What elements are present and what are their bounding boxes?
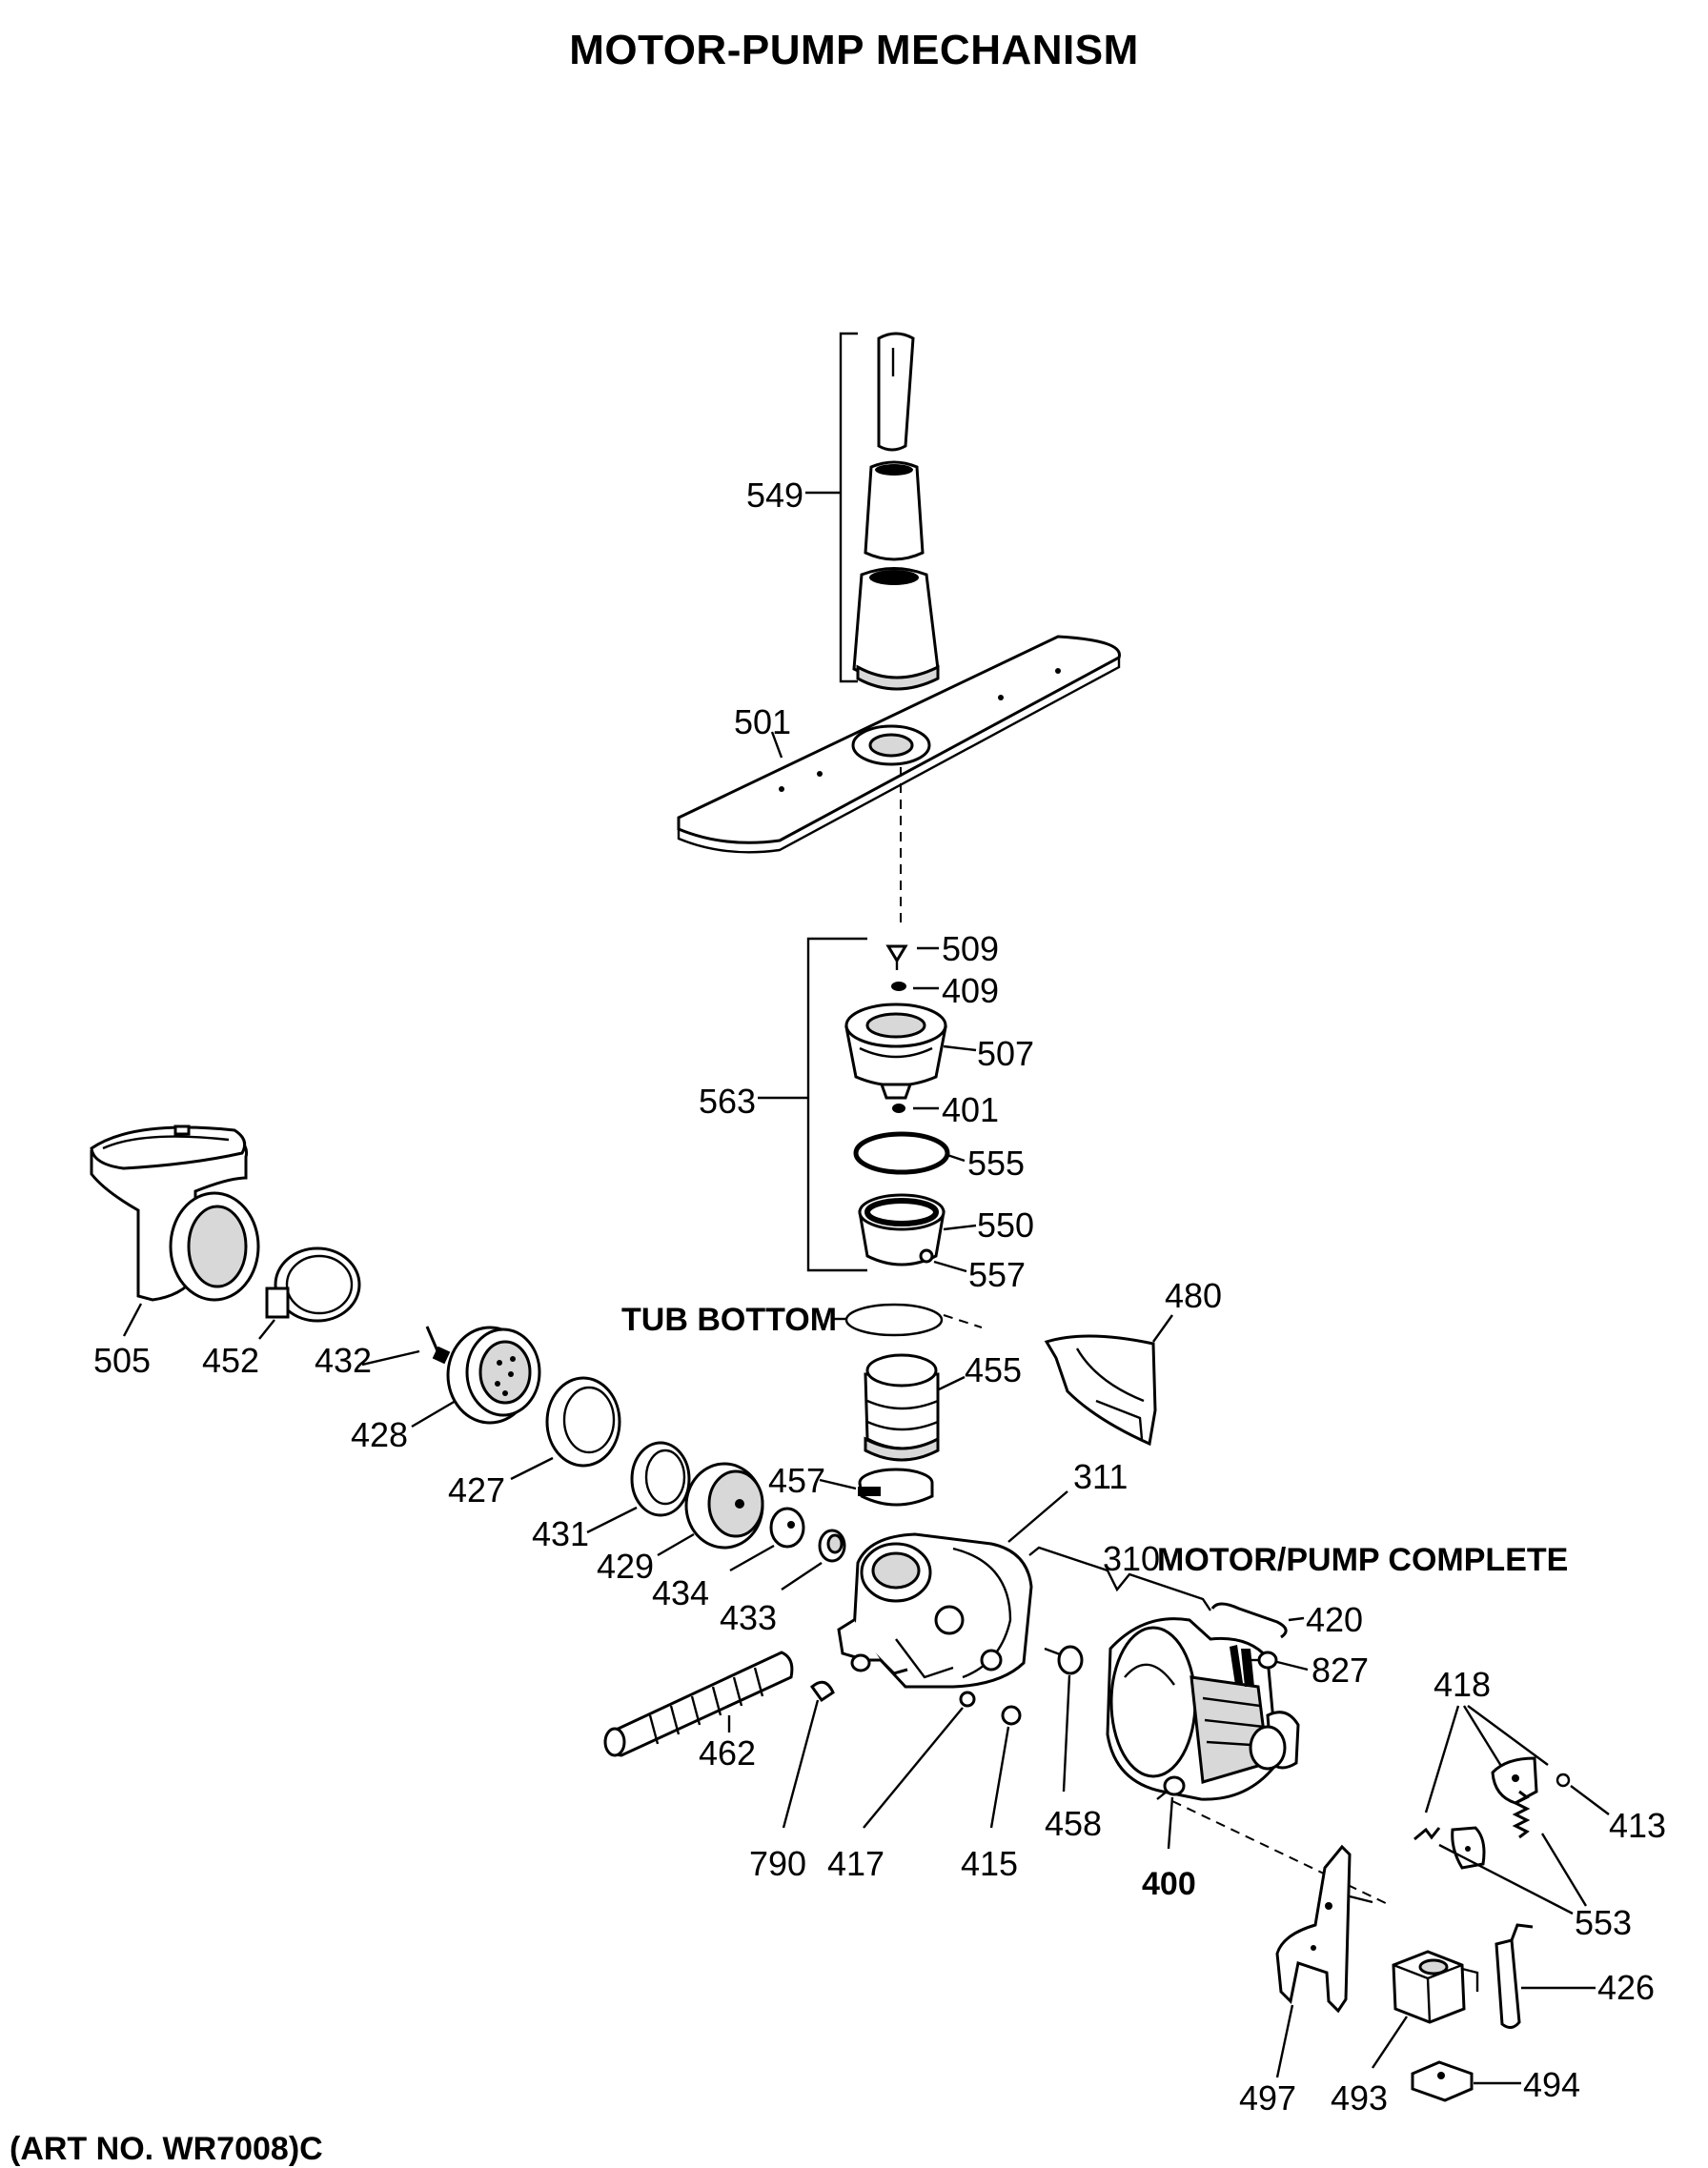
label-409: 409 [942,971,999,1010]
part-550-cap [858,1193,946,1266]
part-557-clip [919,1248,934,1264]
label-563: 563 [699,1082,756,1121]
label-401: 401 [942,1090,999,1129]
part-458-grommet [1044,1645,1084,1675]
label-549: 549 [746,476,803,515]
label-434: 434 [652,1573,709,1612]
part-400-screw [1156,1775,1186,1800]
label-509: 509 [942,929,999,968]
label-494: 494 [1523,2065,1580,2104]
label-553: 553 [1575,1903,1632,1942]
part-311-pump-housing [837,1532,1033,1689]
part-509-screw [885,944,908,970]
part-401-washer [892,1104,905,1113]
part-413-clip [1556,1773,1571,1788]
part-415-washer [1001,1705,1022,1726]
art-number: (ART NO. WR7008)C [10,2131,323,2167]
part-428-filter [446,1326,541,1425]
part-480-shield [1044,1334,1157,1447]
part-452-clamp [265,1246,361,1323]
part-549-spray-tower [805,332,940,691]
page-title: MOTOR-PUMP MECHANISM [569,27,1139,73]
label-420: 420 [1306,1600,1363,1639]
part-507-manifold [844,1003,947,1100]
label-tub-bottom: TUB BOTTOM [621,1302,837,1338]
part-455-bellows [864,1353,940,1462]
label-452: 452 [202,1341,259,1380]
label-507: 507 [977,1034,1034,1073]
part-429-impeller [684,1462,764,1550]
part-417-washer [959,1691,976,1708]
part-434-nut [769,1507,805,1549]
label-motor-pump-complete: MOTOR/PUMP COMPLETE [1157,1542,1568,1578]
part-431-ring [630,1441,691,1517]
part-310-motor [1106,1617,1300,1801]
part-462-hose [603,1651,794,1757]
label-827: 827 [1312,1651,1369,1690]
label-429: 429 [597,1547,654,1586]
label-458: 458 [1045,1804,1102,1843]
part-790-clip [809,1680,835,1703]
part-418-lever [1413,1756,1538,1870]
label-431: 431 [532,1514,589,1553]
label-790: 790 [749,1844,806,1883]
label-413: 413 [1609,1806,1666,1845]
part-426-pin [1494,1923,1534,2029]
label-426: 426 [1597,1968,1655,2007]
label-400: 400 [1142,1866,1196,1902]
label-457: 457 [768,1461,825,1500]
label-557: 557 [968,1255,1026,1294]
label-497: 497 [1239,2078,1296,2117]
part-432-pin [425,1326,451,1365]
label-505: 505 [93,1341,151,1380]
part-420-wire [1210,1602,1288,1639]
label-501: 501 [734,702,791,741]
label-311: 311 [1073,1457,1128,1496]
part-427-ring [545,1376,621,1468]
tub-bottom-ring [844,1303,944,1337]
label-428: 428 [351,1415,408,1454]
part-505-sump [90,1125,260,1302]
label-415: 415 [961,1844,1018,1883]
label-417: 417 [827,1844,884,1883]
label-555: 555 [967,1144,1025,1183]
part-501-spray-arm [677,635,1121,854]
label-550: 550 [977,1206,1034,1245]
part-827-screw [1245,1651,1278,1670]
part-494-cover [1411,2060,1474,2102]
label-418: 418 [1434,1665,1491,1704]
part-493-solenoid [1392,1950,1479,2024]
label-433: 433 [720,1598,777,1637]
label-455: 455 [965,1350,1022,1389]
label-432: 432 [315,1341,372,1380]
bracket-563 [806,937,867,1272]
label-462: 462 [699,1733,756,1773]
part-553-spring [1512,1790,1531,1839]
label-480: 480 [1165,1276,1222,1315]
label-310: 310 [1103,1539,1160,1578]
part-457-clamp [858,1468,934,1507]
part-497-bracket [1275,1844,1373,2014]
label-493: 493 [1331,2078,1388,2117]
label-427: 427 [448,1470,505,1509]
part-555-seal-ring [853,1131,950,1175]
part-409-washer [891,982,906,991]
part-433-bushing [818,1529,846,1563]
